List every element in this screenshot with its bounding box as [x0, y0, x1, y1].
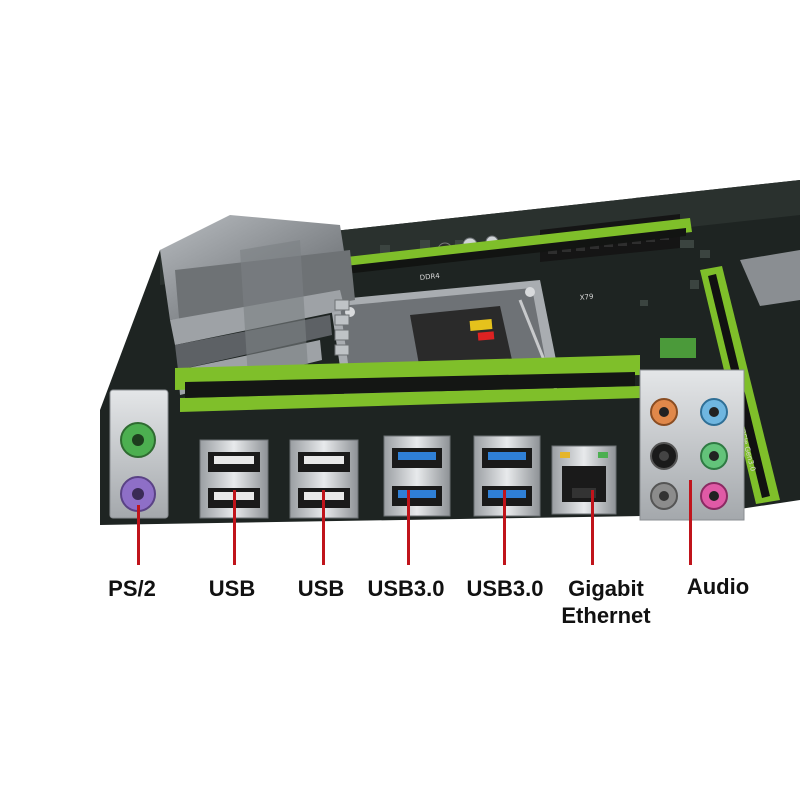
label-ethernet-line1: Gigabit — [568, 576, 644, 601]
label-ps2: PS/2 — [92, 575, 172, 602]
audio-jacks — [639, 369, 745, 521]
ethernet-port — [551, 445, 617, 515]
label-ethernet: Gigabit Ethernet — [546, 575, 666, 629]
label-usb3-1: USB3.0 — [356, 575, 456, 602]
label-audio-text: Audio — [686, 574, 750, 599]
callout-line-ethernet — [591, 490, 594, 565]
callout-line-usb-1 — [233, 490, 236, 565]
usb3-stack-2 — [473, 435, 541, 517]
callout-line-usb3-2 — [503, 490, 506, 565]
socket-silkscreen: X79 — [579, 293, 593, 302]
label-ethernet-line2: Ethernet — [561, 603, 651, 628]
callout-line-usb-2 — [322, 490, 325, 565]
label-usb3-1-text: USB3.0 — [367, 576, 445, 601]
memory-slot-bottom — [175, 355, 640, 412]
label-usb-1: USB — [192, 575, 272, 602]
chip — [660, 338, 696, 358]
callout-line-ps2 — [137, 505, 140, 565]
usb3-stack-1 — [383, 435, 451, 517]
memory-slot-top — [250, 218, 692, 284]
label-usb-2-text: USB — [297, 576, 345, 601]
ddr4-silkscreen: DDR4 — [419, 272, 440, 282]
label-audio: Audio — [668, 573, 768, 600]
callout-line-usb3-1 — [407, 490, 410, 565]
label-ps2-text: PS/2 — [108, 576, 156, 601]
ps2-port — [109, 389, 169, 519]
label-usb-2: USB — [281, 575, 361, 602]
label-usb-1-text: USB — [208, 576, 256, 601]
callout-line-audio — [689, 480, 692, 565]
label-usb3-2: USB3.0 — [455, 575, 555, 602]
label-usb3-2-text: USB3.0 — [466, 576, 544, 601]
